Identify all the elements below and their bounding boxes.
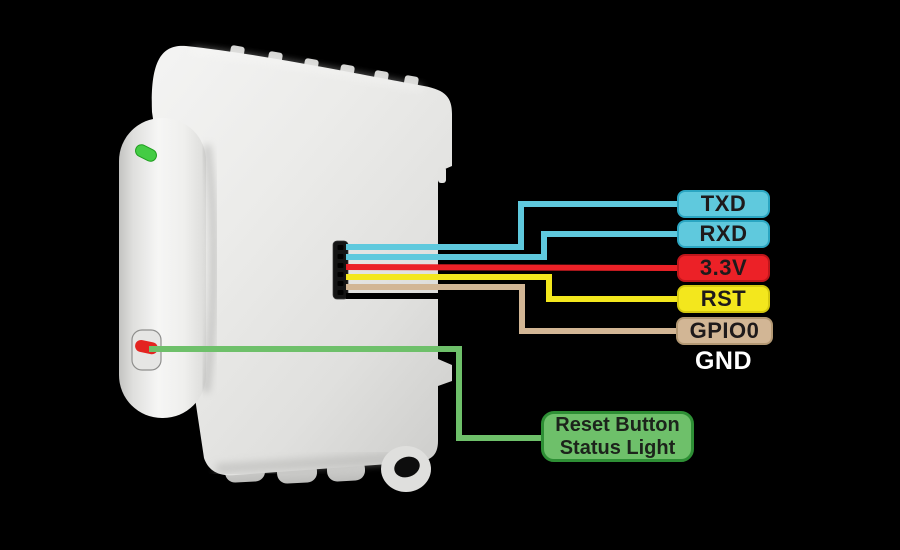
status-led-icon [135, 144, 157, 162]
side-clip-tooth [438, 167, 446, 183]
pin-label-3v3: 3.3V [677, 254, 770, 282]
wire-rxd [346, 231, 679, 260]
pin-label-rst: RST [677, 285, 770, 313]
flange-crevice-shadow [203, 144, 217, 393]
pin-label-gpio0: GPIO0 [676, 317, 773, 345]
pin-label-txd: TXD [677, 190, 770, 218]
wire-reset-status [149, 346, 545, 441]
pin-label-gnd: GND [677, 347, 770, 375]
programming-connector [332, 240, 349, 300]
wire-txd [346, 201, 679, 250]
wire-gpio0 [346, 284, 679, 334]
annotation-line-1: Reset Button [555, 413, 680, 436]
pin-label-rxd: RXD [677, 220, 770, 248]
din-release-loop [381, 446, 431, 492]
wire-gnd [346, 293, 700, 364]
annotation-line-2: Status Light [559, 436, 676, 459]
device-front-flange [119, 118, 206, 418]
device-body [151, 45, 452, 476]
body-bottom-shadow [215, 452, 417, 474]
body-top-highlight [191, 48, 423, 90]
wire-3v3 [345, 264, 680, 271]
reset-status-annotation: Reset Button Status Light [541, 411, 694, 462]
wire-rst [346, 274, 679, 302]
